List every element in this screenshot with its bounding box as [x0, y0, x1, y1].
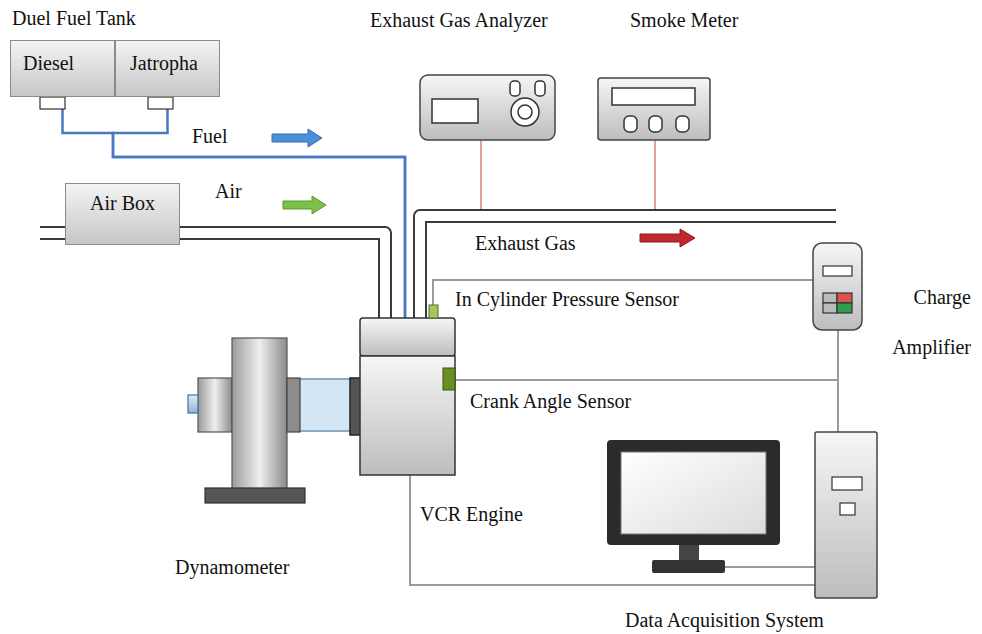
vcr-engine: VCR Engine: [350, 318, 455, 475]
air-pipe-stub: [40, 233, 66, 234]
crank-angle-sensor-label: Crank Angle Sensor: [470, 389, 631, 413]
exhaust-pipe: [420, 216, 836, 319]
charge-amplifier-text: Charge Amplifier: [863, 272, 971, 372]
flow-arrows: [272, 129, 695, 247]
air-box-text: Air Box: [90, 184, 155, 215]
smoke-meter: Smoke Meter: [598, 78, 710, 140]
charge-amplifier: Charge Amplifier: [813, 243, 862, 330]
pressure-signal-wire-stroke: [433, 280, 813, 318]
computer-tower: [815, 432, 877, 598]
crank-signal-wire-stroke: [455, 380, 838, 432]
engine-shaft-stroke: [300, 380, 350, 430]
charge-amplifier-device: [813, 243, 862, 330]
diesel-tank: Diesel: [10, 40, 115, 97]
jatropha-tank: Jatropha: [115, 40, 220, 97]
dynamometer: Dynamometer: [188, 338, 300, 503]
jatropha-tank-text: Jatropha: [116, 41, 198, 75]
fuel-tank: Duel Fuel TankDieselJatropha: [10, 40, 220, 97]
data-acquisition-system: Data Acquisition System: [815, 432, 877, 598]
fuel-tank-text: Duel Fuel Tank: [12, 6, 136, 30]
tank-outlets: [40, 97, 173, 109]
air-label: Air: [215, 179, 242, 203]
exhaust-gas-analyzer-text: Exhaust Gas Analyzer: [370, 8, 548, 32]
fuel-line: [63, 97, 406, 318]
crank-signal-wire: [455, 380, 838, 432]
smoke-meter-text: Smoke Meter: [630, 8, 738, 32]
amplifier-signal-wire: [838, 330, 839, 432]
air-pipe: [180, 233, 385, 318]
exhaust-gas-label: Exhaust Gas: [475, 231, 576, 255]
exhaust-gas-analyzer: Exhaust Gas Analyzer: [420, 75, 555, 140]
air-pipe-stroke: [180, 233, 385, 318]
data-acquisition-system-text: Data Acquisition System: [625, 608, 824, 632]
smoke-meter-device: [598, 78, 710, 140]
computer-monitor: [607, 440, 815, 573]
pressure-sensor-label: In Cylinder Pressure Sensor: [455, 287, 679, 311]
engine-shaft-stroke: [300, 378, 350, 432]
vcr-engine-body: [350, 305, 455, 475]
sampling-lines: [481, 140, 655, 209]
fuel-label: Fuel: [192, 124, 228, 148]
fuel-line-stroke: [63, 97, 406, 318]
dynamometer-body: [188, 338, 305, 503]
air-pipe-stroke: [180, 233, 385, 318]
exhaust-gas-analyzer-device: [420, 75, 555, 140]
amplifier-signal-wire-stroke: [837, 330, 839, 432]
air-box: Air Box: [65, 183, 180, 245]
vcr-engine-text: VCR Engine: [420, 502, 523, 526]
engine-shaft: [300, 405, 350, 406]
pressure-signal-wire: [433, 280, 813, 318]
dynamometer-text: Dynamometer: [175, 555, 289, 579]
diesel-tank-text: Diesel: [11, 41, 74, 75]
